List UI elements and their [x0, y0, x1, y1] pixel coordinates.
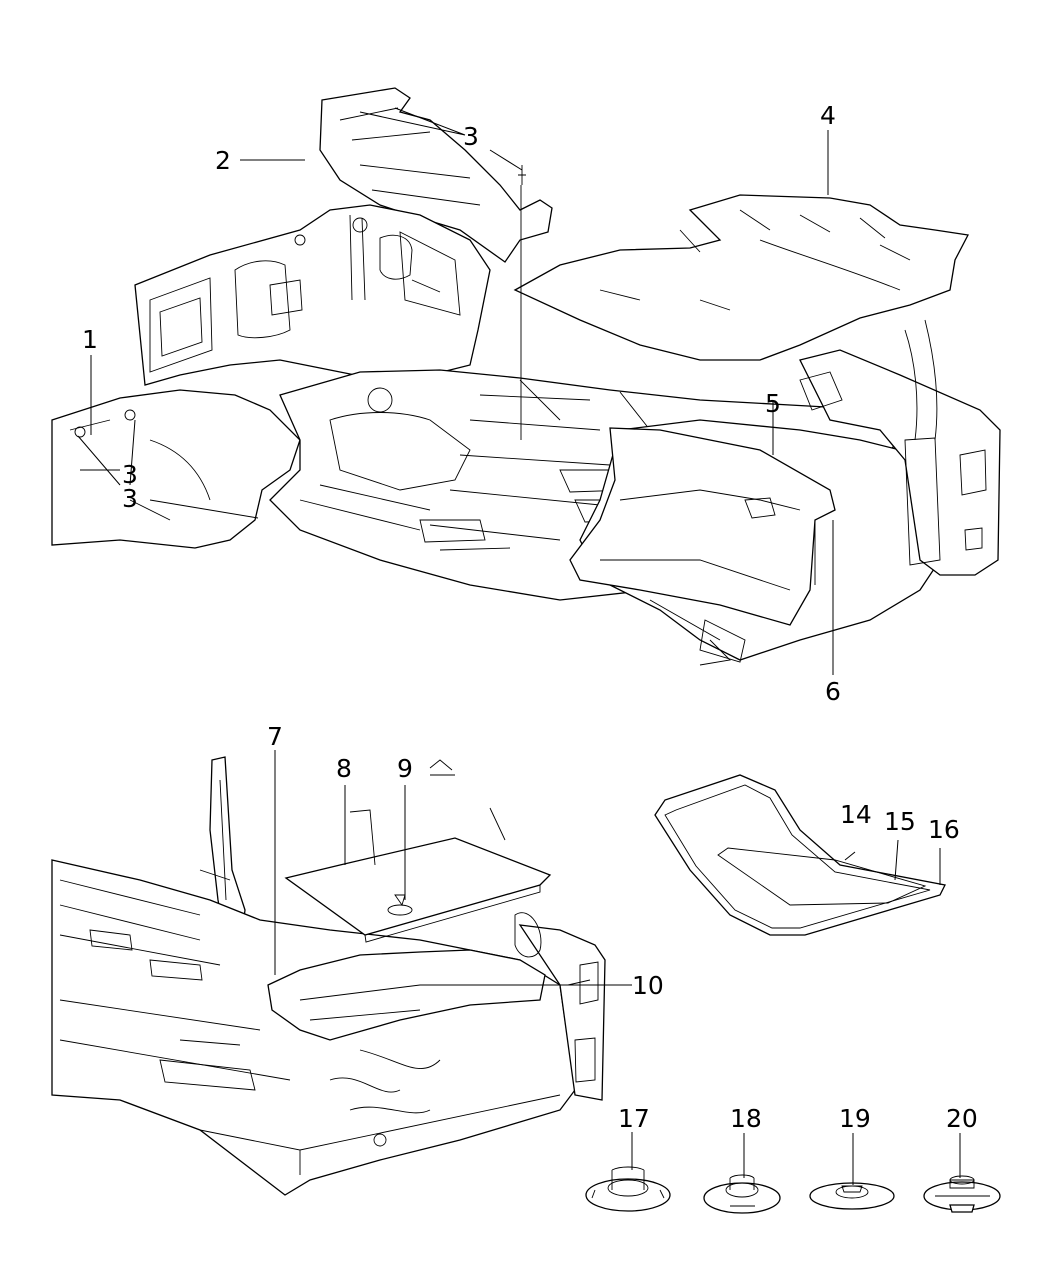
- fastener-18: [703, 1174, 781, 1214]
- cargo-quarter-panel: [518, 924, 606, 1101]
- fastener-19: [809, 1182, 895, 1210]
- front-insulation-left: [51, 389, 301, 549]
- callout-4: 4: [820, 101, 836, 130]
- top-floor-assembly: [51, 87, 1001, 675]
- callout-14: 14: [840, 800, 872, 829]
- floor-mat: [654, 774, 946, 936]
- callout-3b: 3: [122, 460, 138, 489]
- callout-18: 18: [730, 1104, 762, 1133]
- fastener-20: [923, 1175, 1001, 1213]
- callout-2: 2: [215, 146, 231, 175]
- callout-10: 10: [632, 971, 664, 1000]
- rear-quarter-panel: [799, 349, 1001, 576]
- cargo-floor-assembly: [51, 750, 632, 1196]
- rear-carpet: [513, 194, 969, 361]
- callout-3a: 3: [463, 122, 479, 151]
- callout-8: 8: [336, 754, 352, 783]
- callout-9: 9: [397, 754, 413, 783]
- callout-16: 16: [928, 815, 960, 844]
- arrow-glyph: [429, 759, 455, 776]
- callout-6: 6: [825, 677, 841, 706]
- rear-silencer-panel: [569, 427, 836, 626]
- callout-20: 20: [946, 1104, 978, 1133]
- fastener-17: [585, 1166, 671, 1212]
- callout-1: 1: [82, 325, 98, 354]
- callout-17: 17: [618, 1104, 650, 1133]
- callout-19: 19: [839, 1104, 871, 1133]
- floor-mat-assembly: [654, 774, 946, 936]
- floor-mat-heel-pad: [717, 847, 927, 906]
- callout-15: 15: [884, 807, 916, 836]
- callout-7: 7: [267, 722, 283, 751]
- load-floor-panel: [284, 837, 552, 936]
- callout-3c: 3: [122, 484, 138, 513]
- callout-5: 5: [765, 389, 781, 418]
- dash-silencer-panel: [319, 87, 553, 263]
